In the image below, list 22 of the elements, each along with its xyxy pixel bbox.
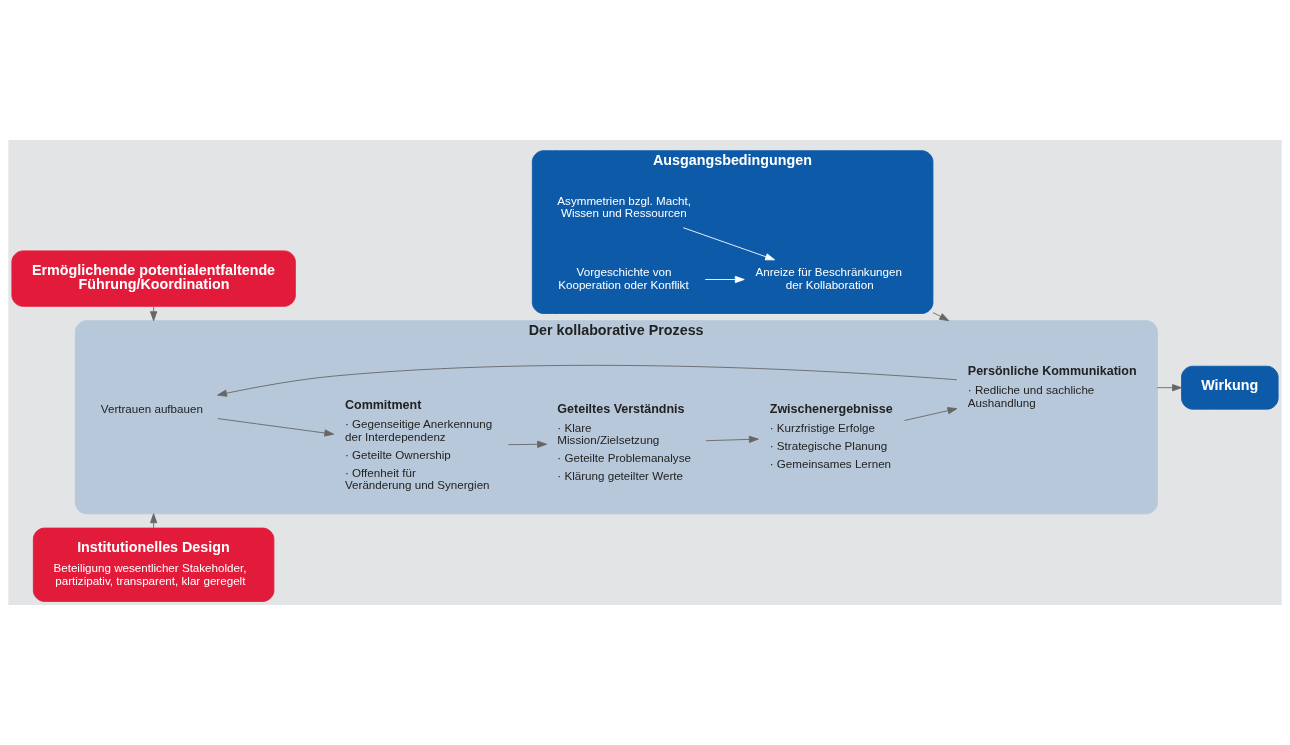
- node-text: Persönliche Kommunikation · Redliche und sachliche Aushandlung: [967, 364, 1137, 409]
- node-box: Ermöglichende potentialentfaltende Führung/Koordination: [11, 250, 296, 307]
- arrow: [150, 513, 158, 529]
- arrow: [704, 275, 745, 284]
- node-text: Vorgeschichte von Kooperation oder Konflikt: [558, 265, 689, 291]
- arrow: [705, 435, 759, 443]
- node-text: Asymmetrien bzgl. Macht, Wissen und Ressourcen: [557, 193, 691, 220]
- node-text: Zwischenergebnisse · Kurzfristige Erfolge · Strategische Planung · Gemeinsames Lernen: [769, 401, 893, 470]
- node-text: Commitment · Gegenseitige Anerkennung der Interdependenz · Geteilte Ownership · Offenheit für Veränderung und Synergien: [344, 398, 493, 492]
- arrow: [932, 312, 950, 322]
- node-text: Geteiltes Verständnis · Klare Mission/Zielsetzung · Geteilte Problemanalyse · Klärung geteilter Werte: [557, 401, 691, 483]
- node-text: Anreize für Beschränkungen der Kollaboration: [755, 265, 902, 291]
- arrow: [508, 440, 547, 448]
- node-text: Vertrauen aufbauen: [100, 402, 203, 416]
- node-box: Wirkung: [1181, 365, 1279, 410]
- arrow: [217, 365, 958, 397]
- arrow: [682, 227, 776, 261]
- arrow: [217, 418, 335, 437]
- arrow: [904, 407, 958, 421]
- arrow: [1156, 384, 1182, 392]
- node-box: Institutionelles Design Beteiligung wesentlicher Stakeholder, partizipativ, transparent, klar geregelt: [32, 527, 275, 602]
- arrow: [150, 306, 158, 322]
